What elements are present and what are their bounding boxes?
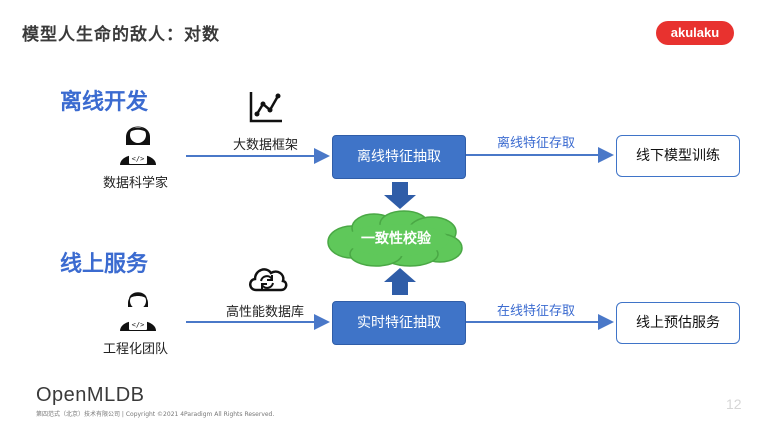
- up-block-arrow: [384, 268, 416, 295]
- cloud-sync-icon: [249, 268, 288, 292]
- offline-feature-extraction-box: 离线特征抽取: [332, 135, 466, 179]
- page-number: 12: [726, 396, 742, 412]
- line-chart-icon: [249, 92, 282, 123]
- offline-training-box: 线下模型训练: [616, 135, 740, 177]
- offline-store-label: 离线特征存取: [497, 136, 576, 151]
- database-label: 高性能数据库: [226, 305, 305, 320]
- offline-section-title: 离线开发: [60, 90, 149, 115]
- page-title: 模型人生命的敌人：对数: [22, 25, 220, 45]
- svg-text:</>: </>: [132, 321, 145, 329]
- akulaku-logo: akulaku: [656, 21, 734, 45]
- svg-text:</>: </>: [132, 155, 145, 163]
- down-block-arrow: [384, 182, 416, 209]
- realtime-feature-extraction-box: 实时特征抽取: [332, 301, 466, 345]
- person-coder-icon: </>: [120, 292, 156, 331]
- online-serving-box: 线上预估服务: [616, 302, 740, 344]
- copyright-text: 第四范式（北京）技术有限公司 | Copyright ©2021 4Paradi…: [36, 411, 275, 418]
- person-coder-icon: </>: [120, 126, 156, 165]
- consistency-cloud-icon: [327, 210, 463, 267]
- data-scientist-label: 数据科学家: [103, 176, 169, 191]
- big-data-framework-label: 大数据框架: [233, 138, 299, 153]
- online-store-label: 在线特征存取: [497, 304, 576, 319]
- online-section-title: 线上服务: [60, 252, 149, 277]
- consistency-check-label: 一致性校验: [361, 231, 431, 247]
- openmldb-logo: OpenMLDB: [36, 384, 145, 406]
- engineering-team-label: 工程化团队: [103, 342, 169, 357]
